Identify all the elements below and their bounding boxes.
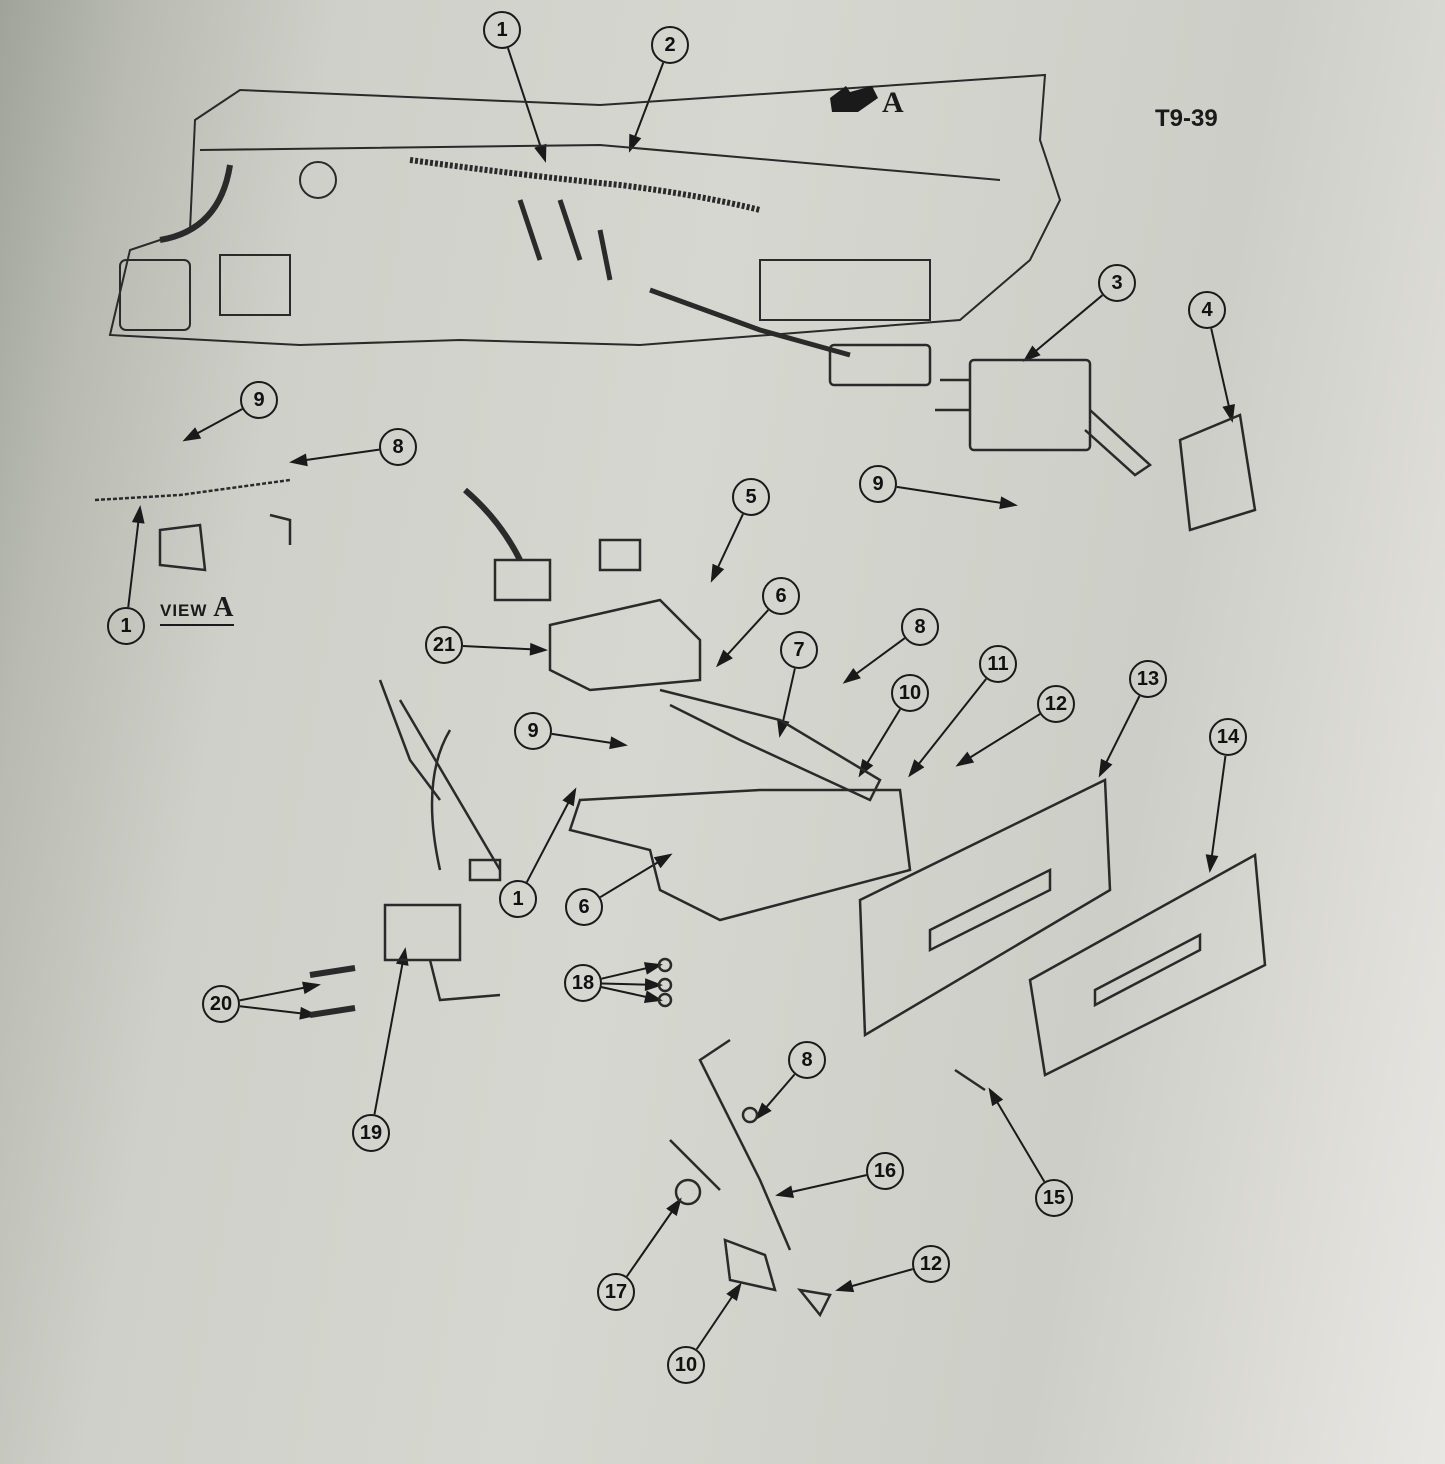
leader-line	[1209, 755, 1227, 871]
callout-10: 10	[891, 674, 929, 712]
leader-arrowhead-icon	[562, 787, 577, 807]
callout-9: 9	[240, 381, 278, 419]
leader-arrowhead-icon	[988, 1087, 1004, 1107]
callout-4: 4	[1188, 291, 1226, 329]
leader-line	[957, 713, 1041, 766]
callout-19: 19	[352, 1114, 390, 1152]
leader-line	[626, 1199, 681, 1277]
leader-arrowhead-icon	[643, 990, 663, 1004]
leader-arrowhead-icon	[908, 759, 925, 778]
callout-2: 2	[651, 26, 689, 64]
leader-arrowhead-icon	[628, 133, 642, 153]
callout-20: 20	[202, 985, 240, 1023]
leader-arrowhead-icon	[643, 962, 663, 975]
leader-arrowhead-icon	[726, 1282, 742, 1302]
callout-3: 3	[1098, 264, 1136, 302]
leader-lines	[127, 47, 1235, 1350]
callout-17: 17	[597, 1273, 635, 1311]
leader-line	[777, 1174, 867, 1196]
callout-9: 9	[859, 465, 897, 503]
view-label-letter: A	[213, 592, 235, 623]
callout-21: 21	[425, 626, 463, 664]
callout-7: 7	[780, 631, 818, 669]
leader-arrowhead-icon	[999, 496, 1018, 510]
dashboard-outline	[108, 73, 1062, 358]
leader-line	[507, 47, 546, 161]
callout-15: 15	[1035, 1179, 1073, 1217]
leader-arrowhead-icon	[289, 453, 308, 467]
callout-10: 10	[667, 1346, 705, 1384]
leader-arrowhead-icon	[1098, 758, 1113, 778]
leader-line	[127, 507, 141, 608]
leader-arrowhead-icon	[529, 642, 548, 656]
callout-6: 6	[762, 577, 800, 615]
callout-8: 8	[901, 608, 939, 646]
knob-plate	[1178, 413, 1257, 532]
leader-arrowhead-icon	[666, 1197, 682, 1216]
leader-arrowhead-icon	[710, 563, 725, 583]
leader-arrowhead-icon	[534, 143, 547, 163]
leader-arrowhead-icon	[755, 1102, 772, 1121]
callout-18: 18	[564, 964, 602, 1002]
leader-line	[989, 1089, 1046, 1183]
leader-line	[373, 949, 406, 1115]
leader-line	[1024, 294, 1104, 361]
callout-1: 1	[499, 880, 537, 918]
leader-arrowhead-icon	[395, 947, 409, 966]
leader-arrowhead-icon	[609, 736, 628, 750]
control-assembly	[309, 487, 1267, 1318]
callout-16: 16	[866, 1152, 904, 1190]
leader-arrowhead-icon	[131, 505, 145, 524]
leader-line	[525, 789, 576, 883]
view-a-cable	[94, 478, 292, 572]
leader-arrowhead-icon	[299, 1006, 318, 1020]
callout-13: 13	[1129, 660, 1167, 698]
leader-line	[896, 485, 1016, 506]
callout-1: 1	[107, 607, 145, 645]
leader-arrowhead-icon	[182, 427, 202, 442]
view-a-label: VIEW A	[160, 592, 235, 626]
callout-12: 12	[912, 1245, 950, 1283]
figure-code: T9-39	[1155, 105, 1218, 132]
callout-8: 8	[788, 1041, 826, 1079]
leader-arrowhead-icon	[653, 853, 673, 869]
leader-arrowhead-icon	[835, 1279, 855, 1293]
callout-6: 6	[565, 888, 603, 926]
leader-arrowhead-icon	[1022, 345, 1041, 362]
leader-arrowhead-icon	[955, 751, 975, 767]
view-direction-arrow-icon	[830, 86, 878, 112]
callout-8: 8	[379, 428, 417, 466]
leader-line	[629, 62, 665, 151]
leader-arrowhead-icon	[302, 981, 321, 995]
callout-9: 9	[514, 712, 552, 750]
callout-12: 12	[1037, 685, 1075, 723]
callout-14: 14	[1209, 718, 1247, 756]
leader-arrowhead-icon	[1205, 854, 1219, 873]
leader-line	[1210, 328, 1233, 421]
view-label-prefix: VIEW	[160, 601, 208, 620]
blower-switch	[828, 343, 1153, 477]
leader-arrowhead-icon	[842, 667, 861, 684]
callout-11: 11	[979, 645, 1017, 683]
view-arrow-label: A	[882, 86, 904, 119]
leader-arrowhead-icon	[715, 649, 733, 668]
leader-line	[909, 678, 987, 776]
leader-arrowhead-icon	[644, 978, 663, 992]
leader-arrowhead-icon	[775, 1185, 795, 1198]
callout-5: 5	[732, 478, 770, 516]
leader-arrowhead-icon	[1222, 403, 1235, 423]
callout-1: 1	[483, 11, 521, 49]
